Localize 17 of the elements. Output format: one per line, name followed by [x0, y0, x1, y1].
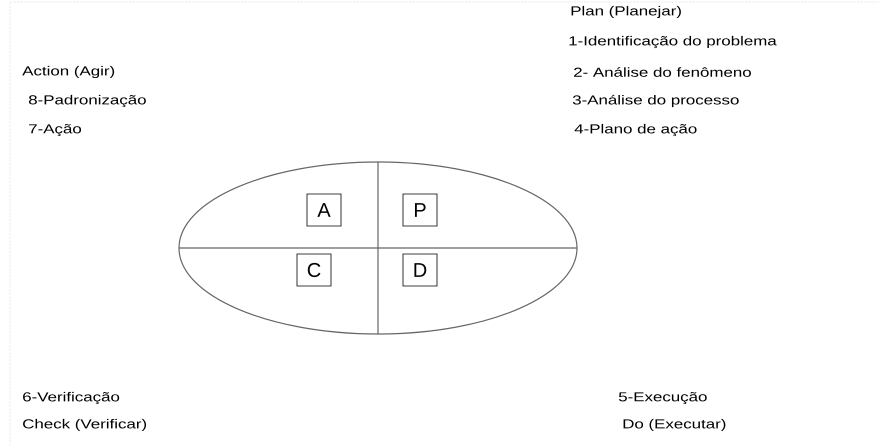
- step-label: Action (Agir): [22, 66, 114, 78]
- step-label: 7-Ação: [29, 124, 82, 136]
- step-label: 2- Análise do fenômeno: [574, 67, 751, 77]
- step-label: Plan (Planejar): [572, 6, 681, 18]
- step-label: Check (Verificar): [23, 418, 146, 432]
- pdca-circle: [178, 161, 578, 335]
- step-label: 8-Padronização: [28, 94, 146, 108]
- step-label: 4-Plano de ação: [574, 124, 697, 136]
- step-label: Do (Executar): [624, 418, 726, 432]
- step-label: 3-Análise do processo: [572, 94, 739, 108]
- letter-box: P: [402, 194, 438, 226]
- step-label: 1-Identificação do problema: [570, 36, 777, 48]
- letter-box: C: [296, 254, 332, 286]
- step-label: 6-Verificação: [23, 392, 120, 404]
- step-label: 5-Execução: [618, 392, 707, 404]
- letter-box: D: [402, 254, 438, 286]
- letter-box: A: [306, 194, 342, 226]
